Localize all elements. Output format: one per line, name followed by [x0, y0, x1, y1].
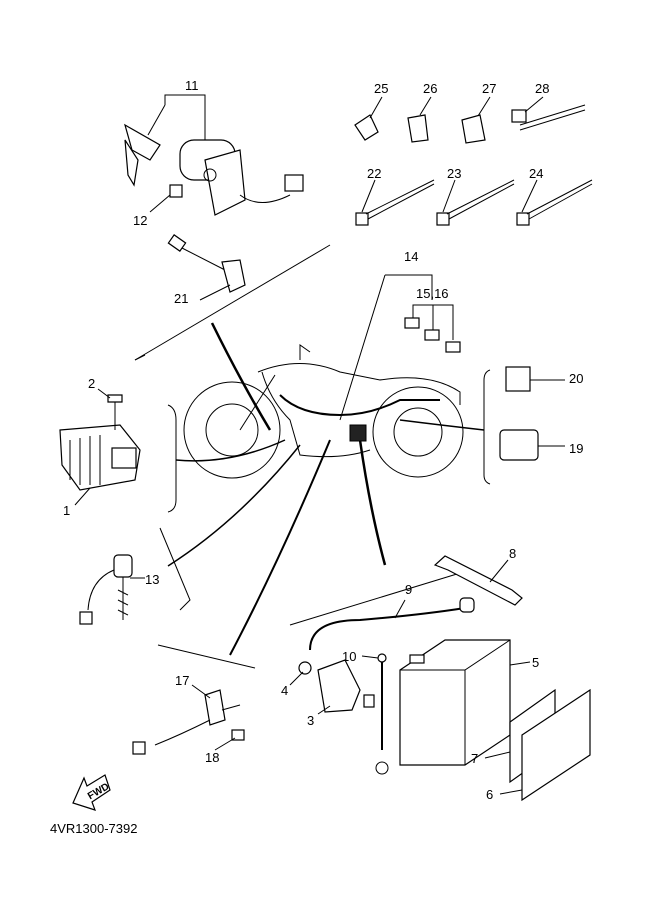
- bracket-13: [159, 527, 191, 611]
- callout: 3: [307, 713, 314, 728]
- callout: 15,16: [416, 286, 449, 301]
- fwd-arrow-icon: FWD: [72, 774, 111, 811]
- sensor-17: [132, 684, 245, 755]
- leader-line: [358, 439, 387, 566]
- bracket-right: [483, 369, 491, 485]
- callout: 7: [471, 751, 478, 766]
- callout: 8: [509, 546, 516, 561]
- callout-labels: 11 12 21 25 26 27 28 22 23 24 14 15,16 2…: [63, 78, 583, 802]
- callout: 28: [535, 81, 549, 96]
- starter-relay: [289, 659, 361, 715]
- callout: 20: [569, 371, 583, 386]
- callout: 26: [423, 81, 437, 96]
- motorcycle-illustration: [183, 344, 464, 479]
- callout: 27: [482, 81, 496, 96]
- fuse-assembly: [339, 274, 461, 421]
- diagram-code: 4VR1300-7392: [50, 821, 137, 836]
- callout: 25: [374, 81, 388, 96]
- callout: 1: [63, 503, 70, 518]
- callout: 17: [175, 673, 189, 688]
- relays: [499, 366, 565, 461]
- bracket-left: [167, 404, 177, 513]
- clips: [354, 96, 586, 144]
- callout: 18: [205, 750, 219, 765]
- cable-ties: [355, 179, 593, 226]
- battery-band: [433, 555, 523, 606]
- callout: 9: [405, 582, 412, 597]
- sensor-21: [167, 234, 246, 301]
- callout: 11: [185, 78, 199, 93]
- callout: 21: [174, 291, 188, 306]
- callout: 19: [569, 441, 583, 456]
- callout: 6: [486, 787, 493, 802]
- bracket-top-left: [134, 244, 331, 361]
- main-switch-part: [124, 94, 304, 216]
- battery-cables: [309, 597, 475, 775]
- battery-pads: [484, 688, 591, 802]
- rectifier-regulator: [59, 388, 141, 506]
- switch-13: [79, 554, 145, 625]
- callout: 5: [532, 655, 539, 670]
- callout: 10: [342, 649, 356, 664]
- leader-line: [210, 322, 272, 431]
- callout: 13: [145, 572, 159, 587]
- callout: 2: [88, 376, 95, 391]
- callout: 23: [447, 166, 461, 181]
- callout: 4: [281, 683, 288, 698]
- callout: 24: [529, 166, 543, 181]
- bracket-battery: [289, 569, 471, 626]
- callout: 12: [133, 213, 147, 228]
- bracket-17: [157, 644, 256, 669]
- callout: 22: [367, 166, 381, 181]
- callout: 14: [404, 249, 418, 264]
